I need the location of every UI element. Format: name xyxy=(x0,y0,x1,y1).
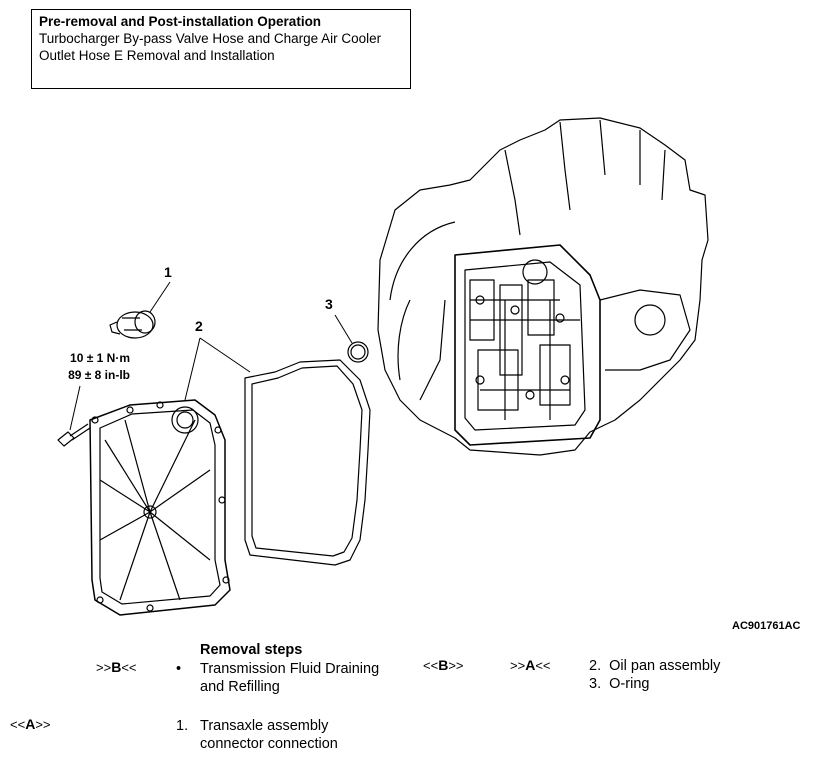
oil-pan-illustration xyxy=(89,399,231,616)
torque-inlb: 89 ± 8 in-lb xyxy=(68,368,130,382)
operation-note-box: Pre-removal and Post-installation Operat… xyxy=(31,9,411,89)
step1-ref: <<A>> xyxy=(10,716,51,732)
removal-steps-heading: Removal steps xyxy=(200,642,303,658)
callout-3: 3 xyxy=(325,296,333,312)
connector-illustration xyxy=(109,310,156,339)
figure-code: AC901761AC xyxy=(732,620,801,632)
torque-nm: 10 ± 1 N·m xyxy=(70,351,130,365)
bullet-ref: >>B<< xyxy=(96,659,137,675)
transaxle-assembly-illustration xyxy=(377,117,709,456)
operation-note-line-1: Turbocharger By-pass Valve Hose and Char… xyxy=(39,31,382,46)
callout-2: 2 xyxy=(195,318,203,334)
step-3: 3. O-ring xyxy=(589,676,650,692)
operation-note-title: Pre-removal and Post-installation Operat… xyxy=(39,14,322,29)
bullet-step-text: Transmission Fluid Draining and Refillin… xyxy=(200,661,380,695)
step-1-text: Transaxle assembly connector connection xyxy=(200,718,338,752)
step-2: 2. Oil pan assembly xyxy=(589,658,721,674)
exploded-diagram xyxy=(57,117,709,616)
step2-ref-right: >>A<< xyxy=(510,657,551,673)
callout-1: 1 xyxy=(164,264,172,280)
bullet-marker: • xyxy=(176,661,182,677)
step2-ref-left: <<B>> xyxy=(423,657,464,673)
o-ring-illustration xyxy=(347,341,369,363)
gasket-illustration xyxy=(244,359,371,566)
step-1-number: 1. xyxy=(176,718,189,734)
bolt-illustration xyxy=(57,423,91,447)
operation-note-line-2: Outlet Hose E Removal and Installation xyxy=(39,48,275,63)
torque-spec: 10 ± 1 N·m 89 ± 8 in-lb xyxy=(40,350,130,384)
